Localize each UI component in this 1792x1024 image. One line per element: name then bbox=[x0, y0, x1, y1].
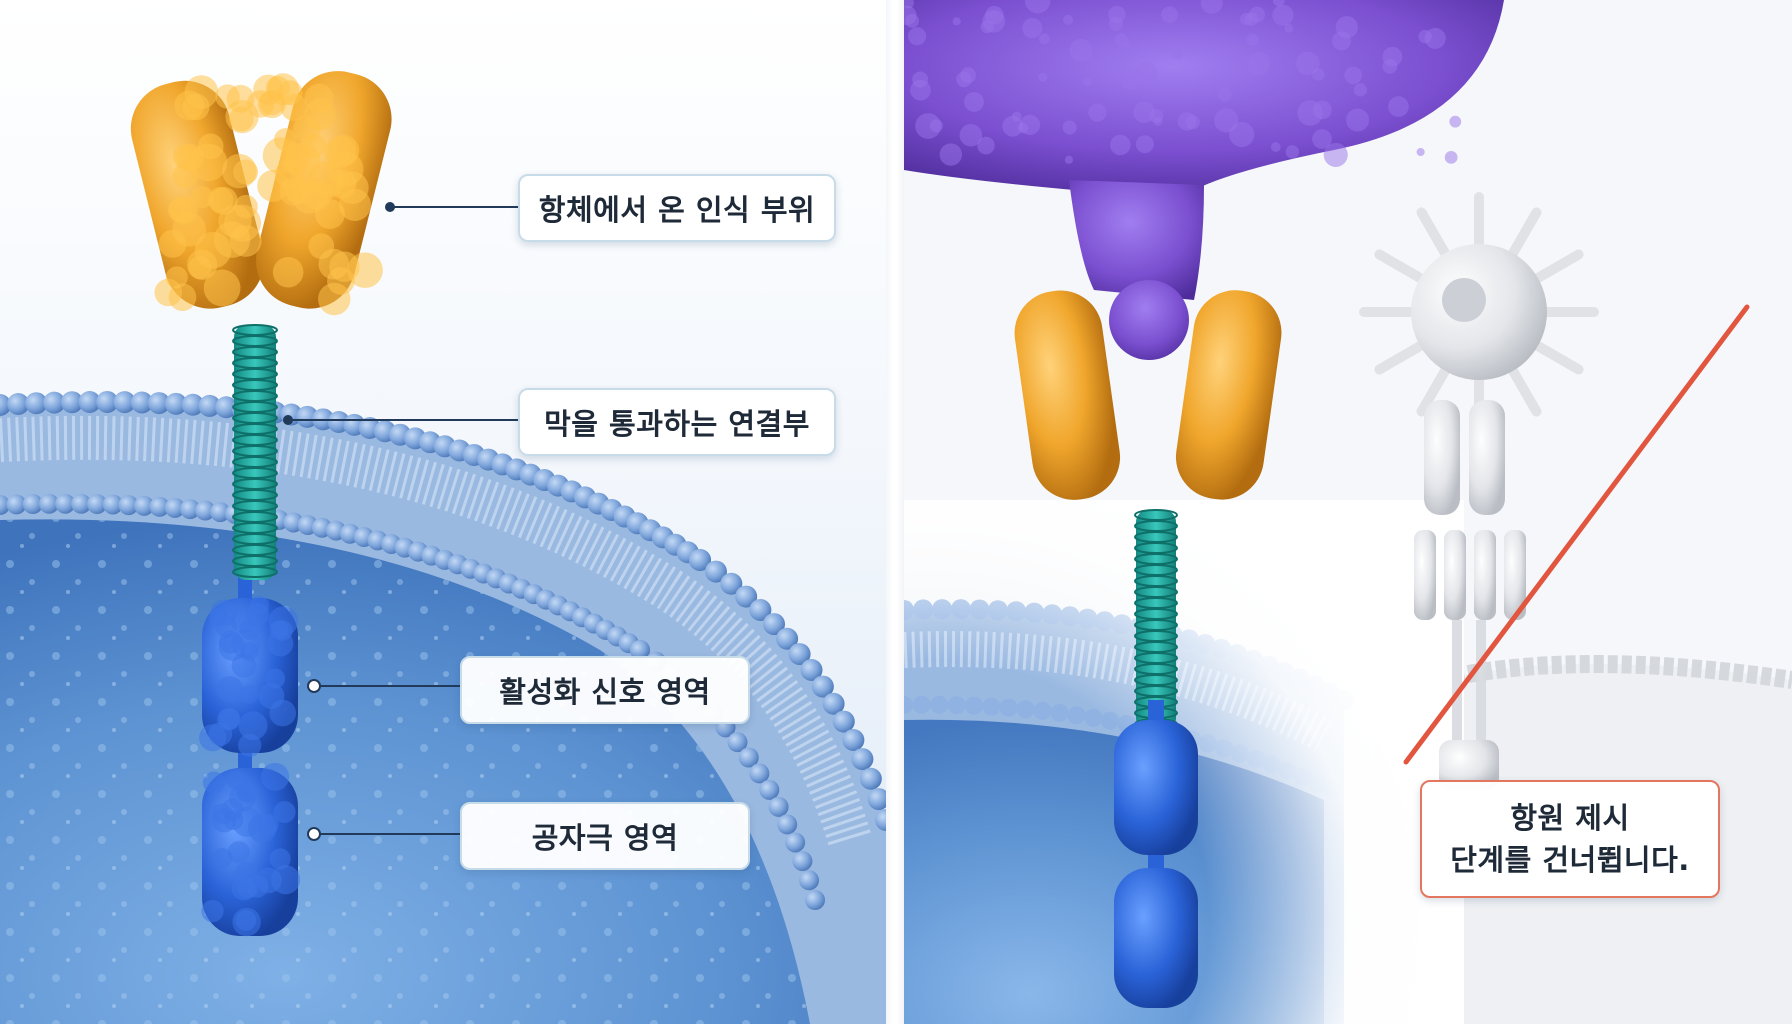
car-receptor bbox=[130, 71, 392, 937]
label-transmembrane: 막을 통과하는 연결부 bbox=[518, 388, 836, 456]
car-structure-illustration bbox=[0, 0, 886, 1024]
label-transmembrane-text: 막을 통과하는 연결부 bbox=[544, 407, 810, 441]
car-structure-panel: 항체에서 온 인식 부위 막을 통과하는 연결부 활성화 신호 영역 공자극 영… bbox=[0, 0, 886, 1024]
antigen-binding-panel: 항원 제시 단계를 건너뜁니다. bbox=[904, 0, 1792, 1024]
tumor-cell bbox=[904, 0, 1504, 190]
label-costim-text: 공자극 영역 bbox=[531, 821, 679, 855]
bound-car-receptor bbox=[1014, 290, 1282, 1008]
note-line-2: 단계를 건너뜁니다. bbox=[1450, 843, 1690, 877]
label-skip-antigen-presentation: 항원 제시 단계를 건너뜁니다. bbox=[1420, 780, 1720, 898]
note-line-1: 항원 제시 bbox=[1510, 800, 1630, 835]
label-activation-domain: 활성화 신호 영역 bbox=[460, 656, 750, 724]
antigen-presenting-cell-ghost bbox=[1359, 192, 1599, 790]
tumor-antigen bbox=[1069, 180, 1204, 300]
bound-arm-left bbox=[1014, 290, 1121, 500]
label-costim-domain: 공자극 영역 bbox=[460, 802, 750, 870]
strike-through-line bbox=[1403, 304, 1750, 765]
bound-costim-domain bbox=[1114, 868, 1198, 1008]
panel-divider bbox=[886, 0, 904, 1024]
bound-arm-right bbox=[1175, 290, 1282, 500]
label-recognition-site: 항체에서 온 인식 부위 bbox=[518, 174, 836, 242]
bound-activation-domain bbox=[1114, 720, 1198, 855]
label-activation-text: 활성화 신호 영역 bbox=[499, 675, 711, 709]
label-recognition-text: 항체에서 온 인식 부위 bbox=[538, 193, 816, 227]
